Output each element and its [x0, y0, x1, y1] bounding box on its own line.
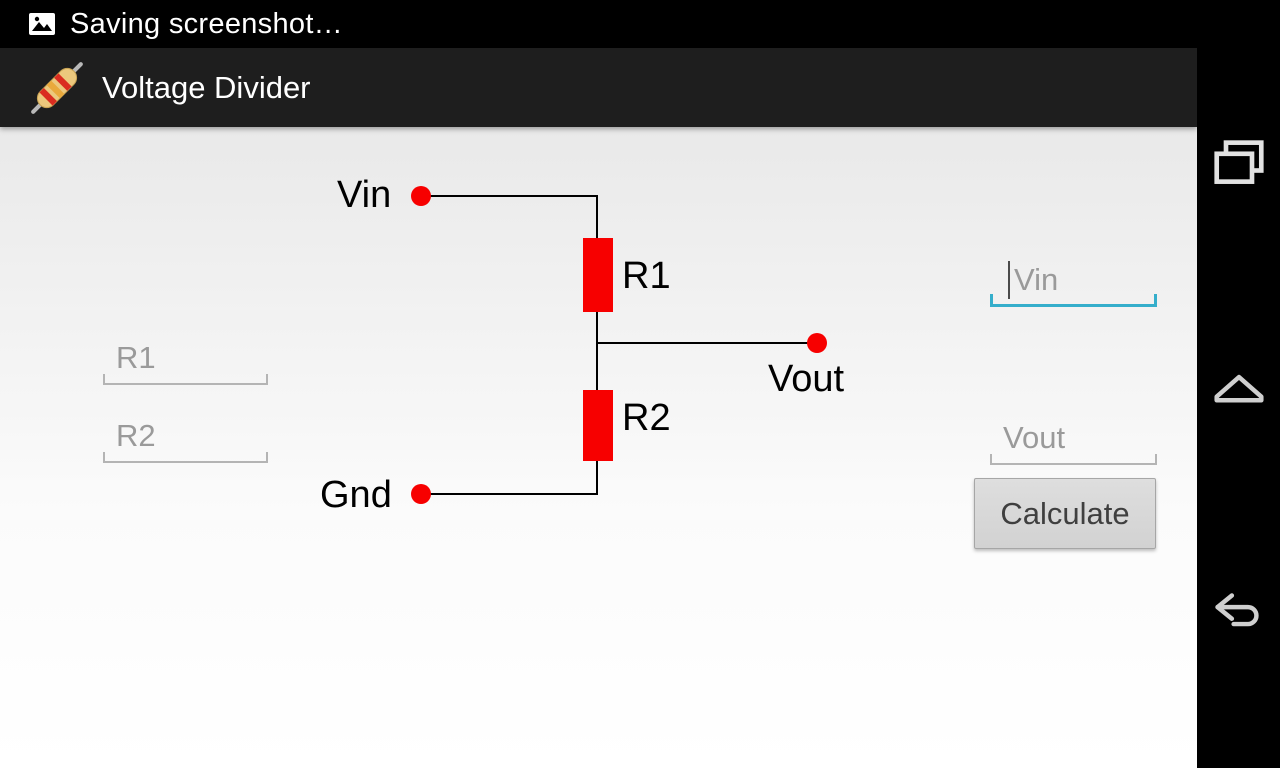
status-text: Saving screenshot… [70, 7, 343, 40]
calculate-button[interactable]: Calculate [974, 478, 1156, 549]
resistor-r2-symbol [583, 390, 613, 461]
r2-input[interactable] [103, 411, 268, 461]
content-area: Vin R1 Vout R2 Gnd Calculate [0, 127, 1197, 768]
recents-button[interactable] [1197, 132, 1280, 196]
app-title: Voltage Divider [102, 69, 311, 105]
vin-label: Vin [337, 174, 392, 216]
text-cursor [1008, 261, 1010, 299]
vout-input[interactable] [990, 413, 1157, 463]
vin-input[interactable] [990, 255, 1157, 304]
vout-label: Vout [768, 358, 845, 400]
screenshot-image-icon [26, 8, 58, 40]
home-button[interactable] [1197, 354, 1280, 418]
back-icon [1214, 593, 1259, 627]
r1-input[interactable] [103, 333, 268, 383]
gnd-label: Gnd [320, 474, 392, 516]
r2-input-field [103, 411, 268, 463]
vin-node-dot [411, 186, 431, 206]
vout-input-field [990, 413, 1157, 465]
r1-label: R1 [622, 255, 671, 297]
app-bar: Voltage Divider [0, 48, 1197, 127]
status-bar: Saving screenshot… [0, 0, 1280, 48]
back-button[interactable] [1197, 576, 1280, 640]
gnd-node-dot [411, 484, 431, 504]
home-icon [1213, 374, 1264, 403]
recents-icon [1213, 140, 1264, 184]
vout-node-dot [807, 333, 827, 353]
vin-input-field [990, 255, 1157, 307]
circuit-diagram [411, 186, 827, 504]
r1-input-field [103, 333, 268, 385]
resistor-r1-symbol [583, 238, 613, 312]
navigation-bar [1197, 48, 1280, 768]
r2-label: R2 [622, 397, 671, 439]
resistor-icon [28, 59, 86, 117]
